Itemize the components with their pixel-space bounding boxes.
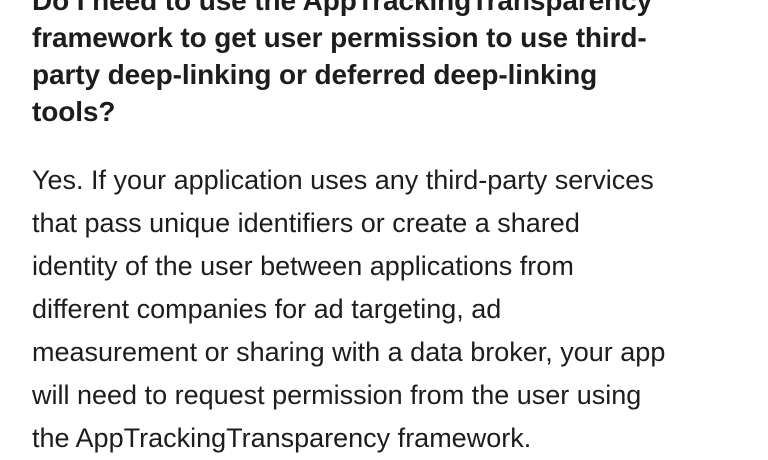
faq-question: Do I need to use the AppTrackingTranspar… bbox=[32, 0, 652, 130]
faq-answer: Yes. If your application uses any third-… bbox=[32, 159, 665, 460]
answer-line: the AppTrackingTransparency framework. bbox=[32, 423, 532, 453]
question-line: party deep-linking or deferred deep-link… bbox=[32, 59, 598, 90]
answer-line: different companies for ad targeting, ad bbox=[32, 294, 502, 324]
answer-line: identity of the user between application… bbox=[32, 251, 574, 281]
answer-line: will need to request permission from the… bbox=[32, 380, 642, 410]
answer-line: that pass unique identifiers or create a… bbox=[32, 208, 580, 238]
answer-line: measurement or sharing with a data broke… bbox=[32, 337, 666, 367]
answer-line: Yes. If your application uses any third-… bbox=[32, 165, 654, 195]
question-line: tools? bbox=[32, 96, 116, 127]
question-line: framework to get user permission to use … bbox=[32, 22, 647, 53]
question-line: Do I need to use the AppTrackingTranspar… bbox=[32, 0, 653, 16]
